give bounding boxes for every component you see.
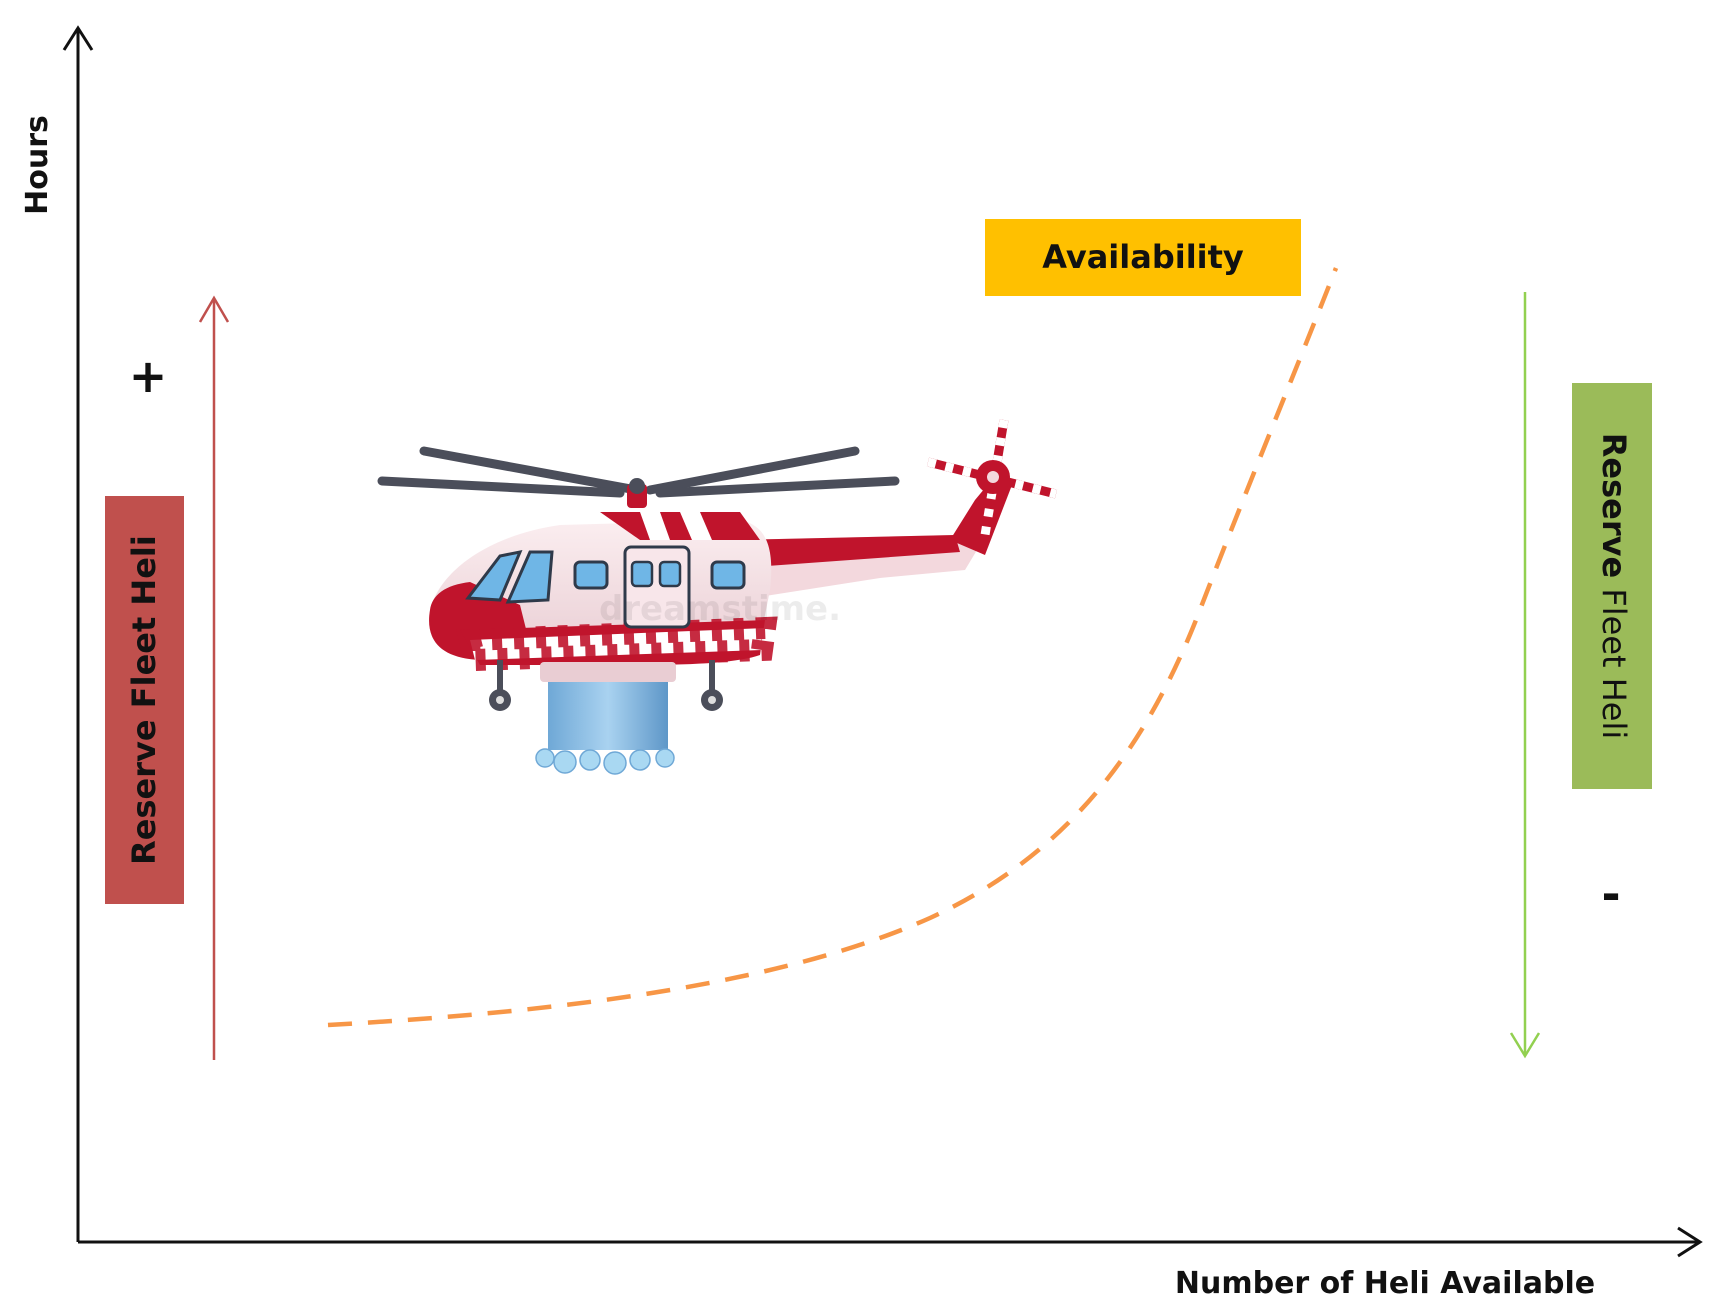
firefighting-helicopter-icon: dreamstime. <box>377 419 1058 775</box>
reserve-fleet-left-box: Reserve Fleet Heli <box>105 496 184 904</box>
reserve-fleet-right-label-rest: Fleet Heli <box>1595 578 1633 739</box>
availability-label: Availability <box>1042 238 1244 276</box>
plus-sign: + <box>129 349 168 403</box>
y-axis <box>62 25 94 1242</box>
watermark: dreamstime. <box>599 589 841 629</box>
reserve-fleet-right-label: Reserve Fleet Heli <box>1595 433 1633 740</box>
decrease-arrow <box>1509 292 1541 1059</box>
increase-arrow <box>198 295 230 1060</box>
x-axis <box>78 1226 1703 1258</box>
curve-gap <box>996 755 1091 845</box>
reserve-fleet-right-label-bold: Reserve <box>1595 433 1633 578</box>
availability-curve <box>327 267 1339 1028</box>
reserve-fleet-right-box: Reserve Fleet Heli <box>1572 383 1652 789</box>
availability-box: Availability <box>985 219 1301 296</box>
minus-sign: - <box>1601 867 1620 921</box>
x-axis-label: Number of Heli Available <box>1175 1266 1595 1301</box>
main-rotor-icon <box>377 446 900 508</box>
tail-rotor-icon <box>926 419 1058 536</box>
reserve-fleet-left-label: Reserve Fleet Heli <box>125 535 163 865</box>
y-axis-label: Hours <box>20 115 55 215</box>
